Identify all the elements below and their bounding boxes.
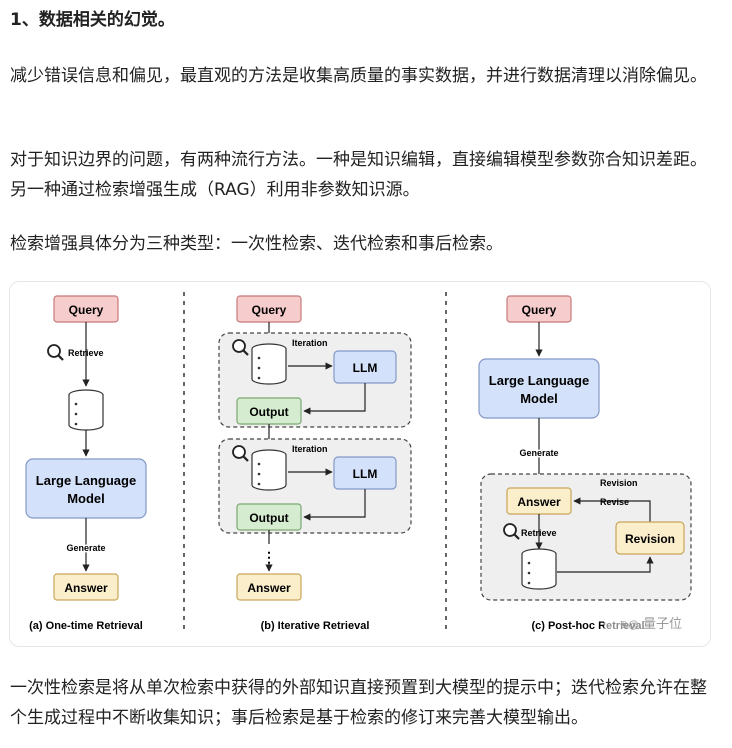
llm-label-b1: LLM: [353, 361, 378, 375]
llm-line1-a: Large Language: [36, 473, 136, 488]
caption-a: (a) One-time Retrieval: [29, 620, 143, 632]
watermark-backdrop: [604, 614, 700, 634]
llm-box-c: [478, 358, 600, 419]
llm-line2-c: Model: [520, 391, 558, 406]
retrieve-label-a: Retrieve: [68, 348, 104, 358]
caption-b: (b) Iterative Retrieval: [261, 620, 370, 632]
answer-label-c: Answer: [517, 495, 561, 509]
query-label-b: Query: [252, 303, 287, 317]
rag-diagram: Query Retrieve Large Language Model Gene…: [25, 292, 700, 634]
revision-node: [615, 521, 685, 555]
section-heading: 1、数据相关的幻觉。: [10, 10, 175, 30]
database-icon-b1: [251, 343, 287, 385]
llm-line1-c: Large Language: [489, 373, 589, 388]
search-icon-a: [46, 343, 65, 362]
ellipsis-b: ⋮: [262, 549, 276, 565]
panel-post-hoc: Query Large Language Model Generate Gene…: [478, 295, 700, 634]
database-icon-c: [521, 548, 557, 590]
paragraph-data-cleaning: 减少错误信息和偏见，最直观的方法是收集高质量的事实数据，并进行数据清理以消除偏见…: [10, 66, 707, 86]
answer-box-a: [53, 573, 119, 601]
database-icon-a: [68, 389, 104, 431]
paragraph-knowledge-boundary: 对于知识边界的问题，有两种流行方法。一种是知识编辑，直接编辑模型参数弥合知识差距…: [10, 150, 707, 200]
llm-box-a: [25, 458, 147, 519]
llm-label-b2: LLM: [353, 467, 378, 481]
panel-one-time: Query Retrieve Large Language Model Gene…: [25, 295, 147, 632]
output-label-b2: Output: [249, 511, 288, 525]
answer-box-b: [236, 573, 302, 601]
iteration-label-2: Iteration: [292, 444, 328, 454]
query-label-c: Query: [522, 303, 557, 317]
query-label-a: Query: [69, 303, 104, 317]
revision-title: Revision: [600, 478, 638, 488]
llm-line2-a: Model: [67, 491, 105, 506]
iteration-label-1: Iteration: [292, 338, 328, 348]
revise-label: Revise: [600, 497, 629, 507]
generate-label-a: Generate: [66, 543, 105, 553]
database-icon-b2: [251, 449, 287, 491]
rag-figure: Query Retrieve Large Language Model Gene…: [9, 281, 711, 647]
generate-label-c: Generate: [519, 448, 558, 458]
retrieve-label-c: Retrieve: [521, 528, 557, 538]
generate-halo-a: Generate: [66, 543, 105, 553]
paragraph-retrieval-summary: 一次性检索是将从单次检索中获得的外部知识直接预置到大模型的提示中；迭代检索允许在…: [10, 678, 707, 728]
watermark-icon: ❀@: [620, 620, 639, 631]
paragraph-retrieval-types: 检索增强具体分为三种类型：一次性检索、迭代检索和事后检索。: [10, 234, 503, 254]
panel-iterative: Query Iteration LLM Output Iteration LLM…: [218, 295, 412, 632]
revision-node-label: Revision: [625, 532, 675, 546]
output-label-b1: Output: [249, 405, 288, 419]
generate-halo-c: Generate: [519, 448, 558, 458]
answer-label-a: Answer: [64, 581, 108, 595]
answer-label-b: Answer: [247, 581, 291, 595]
watermark-text: 量子位: [643, 616, 682, 631]
